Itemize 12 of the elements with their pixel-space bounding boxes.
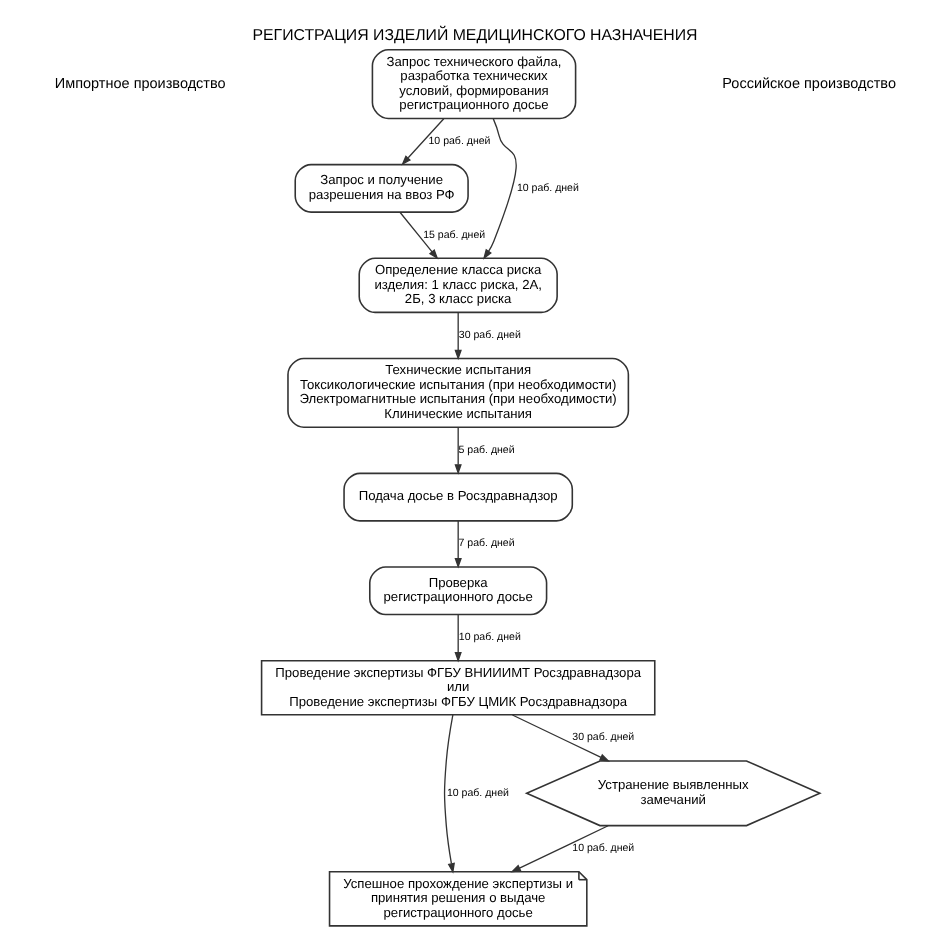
label: Импортное производство [53,73,225,92]
label: Российское производство [721,73,895,92]
arrow [481,117,516,260]
arrow [509,825,608,873]
arrow [453,311,461,361]
arrow [442,714,454,874]
arrow [453,614,461,663]
arrow [453,426,461,475]
arrow [453,520,461,569]
arrow [400,118,444,166]
arrow [510,714,610,762]
arrow [398,211,438,260]
